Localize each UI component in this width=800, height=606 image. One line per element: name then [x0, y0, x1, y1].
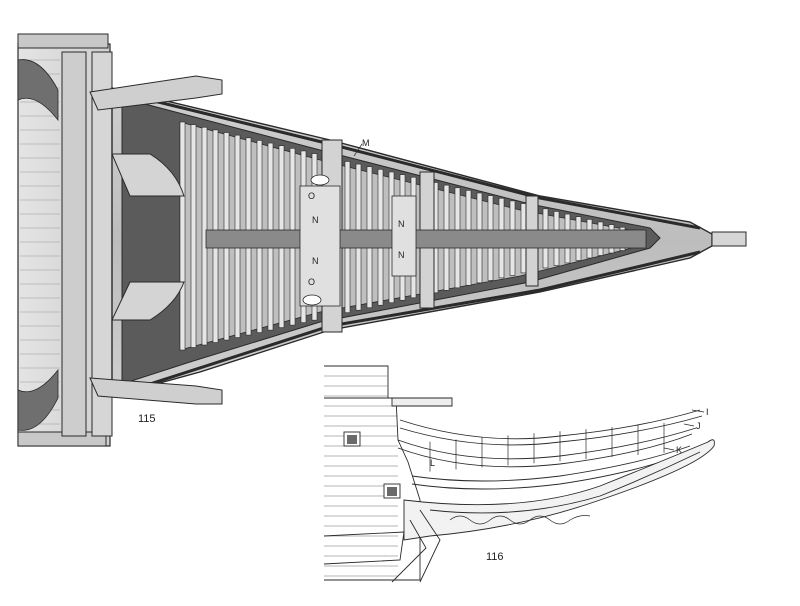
head-bracket-1 [419, 509, 441, 583]
rail-k [411, 445, 691, 482]
cathead-side [391, 397, 453, 407]
label-m: M [362, 138, 370, 148]
head-rail-upper [149, 98, 701, 230]
bow-knee-upper [111, 153, 185, 197]
rail-i [399, 409, 701, 440]
rail-i-inner [399, 415, 703, 446]
lower-cheek [323, 531, 405, 565]
label-k: K [676, 445, 682, 455]
hull-strakes [324, 375, 398, 577]
leader-j [683, 423, 695, 427]
hull-side [324, 397, 421, 581]
label-i: I [706, 407, 709, 417]
label-l: L [430, 458, 435, 468]
label-n1: N [312, 215, 319, 225]
stem-tip [711, 231, 747, 247]
cutwater-inner [429, 451, 701, 514]
label-o2: O [308, 277, 315, 287]
label-n2: N [398, 219, 405, 229]
cathead-bottom [89, 377, 223, 405]
leader-i [691, 409, 705, 413]
knee-top [17, 59, 59, 122]
rail-j-inner [397, 433, 693, 468]
hull-planking [324, 365, 389, 399]
seat-block [299, 185, 341, 307]
hole-bottom [302, 294, 322, 306]
bowsprit [205, 229, 647, 249]
rail-stanchions [429, 422, 665, 472]
label-o1: O [308, 191, 315, 201]
figure-116-side-view [323, 365, 715, 583]
grating-slat [179, 121, 186, 351]
leader-k [663, 447, 675, 451]
top-cap-beam [17, 33, 109, 49]
seat-block-right [391, 195, 417, 277]
gunport-upper-inner [347, 435, 357, 444]
gunport-lower-inner [387, 487, 397, 496]
leader-m [353, 143, 363, 157]
bitt-left [61, 51, 87, 437]
head-bracket-2 [391, 519, 427, 583]
grating-slat [190, 124, 197, 348]
carving [449, 515, 591, 525]
label-j: J [696, 421, 701, 431]
cathead-top [89, 75, 223, 111]
figure-number-116: 116 [486, 551, 504, 563]
label-n4: N [398, 250, 405, 260]
head-rail-lower [149, 250, 701, 386]
hole-top [310, 174, 330, 186]
figure-115-plan-view: M N N N N O O 115 [17, 33, 747, 447]
cutwater [403, 439, 715, 541]
bow-knee-lower [111, 281, 185, 321]
label-n3: N [312, 256, 319, 266]
knee-bottom [17, 368, 59, 431]
figure-number-115: 115 [138, 413, 156, 425]
